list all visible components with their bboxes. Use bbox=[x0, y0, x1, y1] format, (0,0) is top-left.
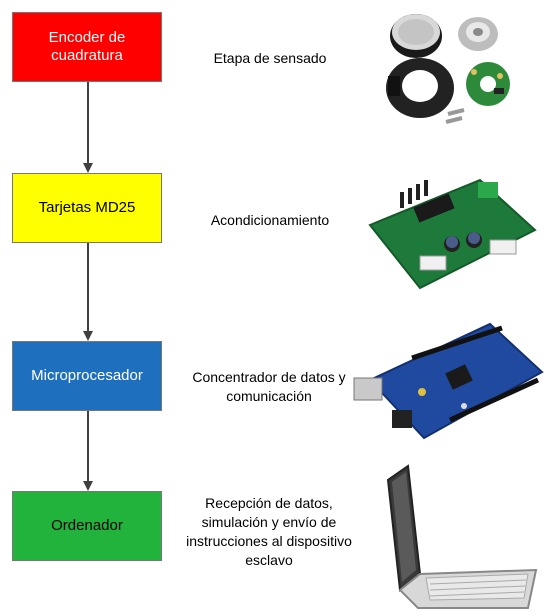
tarjetas-box-label: Tarjetas MD25 bbox=[38, 199, 136, 216]
laptop-photo bbox=[386, 464, 538, 609]
ordenador-description: Recepción de datos, simulación y envío d… bbox=[186, 495, 352, 568]
ordenador-box-label: Ordenador bbox=[51, 517, 123, 534]
ordenador-box: Ordenador bbox=[12, 491, 162, 561]
motor-driver-board-photo bbox=[368, 178, 537, 290]
encoder-description: Etapa de sensado bbox=[213, 50, 327, 66]
microprocesador-box: Microprocesador bbox=[12, 341, 162, 411]
tarjetas-description: Acondicionamiento bbox=[210, 212, 330, 228]
rotary-encoder-parts-photo bbox=[386, 14, 510, 124]
tarjetas-box: Tarjetas MD25 bbox=[12, 173, 162, 243]
microprocesador-description: Concentrador de datos y comunicación bbox=[192, 369, 346, 404]
encoder-box: Encoder de cuadratura bbox=[12, 12, 162, 82]
microprocesador-box-label: Microprocesador bbox=[31, 367, 143, 384]
arduino-mega-board-photo bbox=[353, 322, 544, 440]
encoder-box-label: Encoder de cuadratura bbox=[48, 29, 126, 64]
